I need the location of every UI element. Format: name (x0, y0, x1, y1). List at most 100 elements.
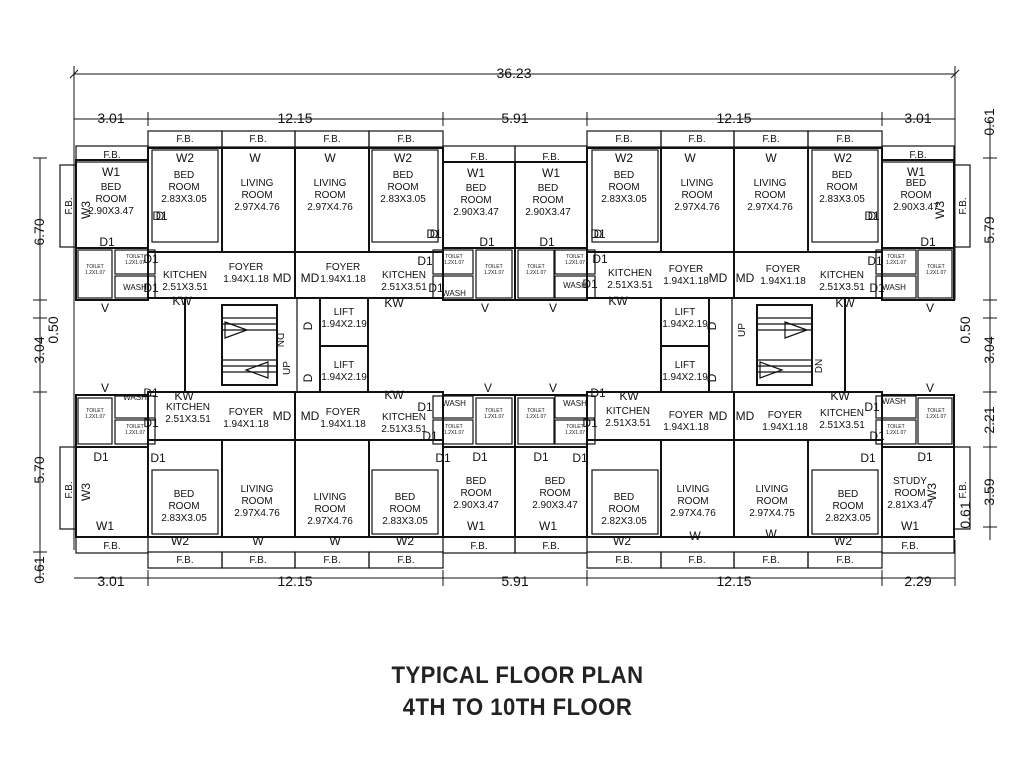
fb-label: F.B. (909, 150, 926, 161)
room-label: ROOM (314, 190, 345, 201)
toilet-label: 1.2X1.07 (484, 270, 504, 276)
door-code: D (156, 209, 165, 223)
lift-size: 1.94X2.19 (321, 372, 367, 383)
kitchen-window-code: KW (384, 296, 404, 310)
room-label: BED (174, 170, 195, 181)
kitchen-label: KITCHEN (382, 412, 426, 423)
room-label: ROOM (168, 501, 199, 512)
window-code: W1 (539, 519, 557, 533)
fb-label: F.B. (176, 555, 193, 566)
dimension-lines (33, 66, 997, 586)
dim-right: 3.04 (981, 336, 997, 363)
door-code: D1 (582, 277, 598, 291)
dim-right: 3.59 (981, 478, 997, 505)
dim-left: 6.70 (31, 218, 47, 245)
window-code: W1 (907, 165, 925, 179)
toilet-label: 1.2X1.07 (85, 414, 105, 420)
title-block: TYPICAL FLOOR PLAN 4TH TO 10TH FLOOR (0, 660, 1035, 724)
kitchen-window-code: KW (174, 389, 194, 403)
dim-left: 0.61 (31, 556, 47, 583)
window-code: W1 (542, 166, 560, 180)
dim-overall: 36.23 (496, 65, 531, 81)
window-code: W2 (171, 534, 189, 548)
dim-bottom: 12.15 (716, 573, 751, 589)
dim-bottom: 2.29 (904, 573, 931, 589)
door-code: D1 (152, 209, 168, 223)
door-code: D1 (917, 450, 933, 464)
door-code: D1 (869, 281, 885, 295)
door-code: D1 (572, 451, 588, 465)
room-label: ROOM (832, 501, 863, 512)
room-size: 2.83X3.05 (380, 194, 426, 205)
room-size: 2.81X3.47 (887, 500, 933, 511)
toilet-label: 1.2X1.07 (125, 260, 145, 266)
room-size: 2.97X4.76 (234, 202, 280, 213)
kitchen-window-code: KW (830, 389, 850, 403)
door-code: D1 (920, 235, 936, 249)
foyer-label: FOYER (766, 264, 800, 275)
wash-label: WASH (123, 283, 147, 292)
toilet-label: TOILET (927, 408, 944, 414)
fb-label: F.B. (958, 197, 969, 214)
ventilator-code: V (926, 301, 934, 315)
foyer-label: FOYER (326, 407, 360, 418)
room-size: 2.83X3.05 (382, 516, 428, 527)
door-code: D1 (860, 451, 876, 465)
kitchen-size: 2.51X3.51 (819, 282, 865, 293)
fb-label: F.B. (688, 555, 705, 566)
dim-left: 0.50 (45, 316, 61, 343)
wash-label: WASH (442, 289, 466, 298)
stair-up: UP (737, 323, 748, 337)
toilet-label: 1.2X1.07 (886, 260, 906, 266)
foyer-size: 1.94X1.18 (223, 274, 269, 285)
foyer-size: 1.94X1.18 (320, 274, 366, 285)
door-code: D1 (417, 400, 433, 414)
kitchen-label: KITCHEN (163, 270, 207, 281)
lift-label: LIFT (675, 307, 696, 318)
room-size: 2.97X4.76 (670, 508, 716, 519)
kitchen-window-code: KW (619, 389, 639, 403)
lift-label: LIFT (334, 307, 355, 318)
door-code: D1 (592, 252, 608, 266)
room-size: 2.97X4.76 (307, 202, 353, 213)
room-label: LIVING (241, 178, 274, 189)
toilet-label: 1.2X1.07 (444, 260, 464, 266)
wash-label: WASH (882, 397, 906, 406)
room-label: ROOM (754, 190, 785, 201)
door-code: D1 (864, 209, 880, 223)
room-size: 2.97X4.76 (234, 508, 280, 519)
fb-label: F.B. (688, 134, 705, 145)
room-label: ROOM (681, 190, 712, 201)
window-code: W (684, 151, 696, 165)
kitchen-label: KITCHEN (820, 270, 864, 281)
window-code: W3 (79, 483, 93, 501)
kitchen-size: 2.51X3.51 (381, 282, 427, 293)
toilet-label: TOILET (485, 264, 502, 270)
room-label: BED (614, 170, 635, 181)
fb-label: F.B. (397, 555, 414, 566)
kitchen-label: KITCHEN (382, 270, 426, 281)
wash-label: WASH (882, 283, 906, 292)
room-label: ROOM (168, 182, 199, 193)
ventilator-code: V (549, 381, 557, 395)
fb-label: F.B. (176, 134, 193, 145)
kitchen-size: 2.51X3.51 (607, 280, 653, 291)
room-label: ROOM (241, 496, 272, 507)
lift-label: LIFT (675, 360, 696, 371)
dim-top: 3.01 (904, 110, 931, 126)
room-size: 2.83X3.05 (161, 194, 207, 205)
window-code: W2 (834, 534, 852, 548)
toilet-label: 1.2X1.07 (565, 430, 585, 436)
dim-top: 3.01 (97, 110, 124, 126)
wash-label: WASH (442, 399, 466, 408)
door-code: D1 (864, 400, 880, 414)
window-code: W1 (467, 166, 485, 180)
door-code: D1 (590, 386, 606, 400)
fb-label: F.B. (542, 152, 559, 163)
door-code: D1 (479, 235, 495, 249)
fb-label: F.B. (901, 541, 918, 552)
fb-label: F.B. (836, 555, 853, 566)
window-code: W2 (176, 151, 194, 165)
toilet-label: 1.2X1.07 (926, 270, 946, 276)
